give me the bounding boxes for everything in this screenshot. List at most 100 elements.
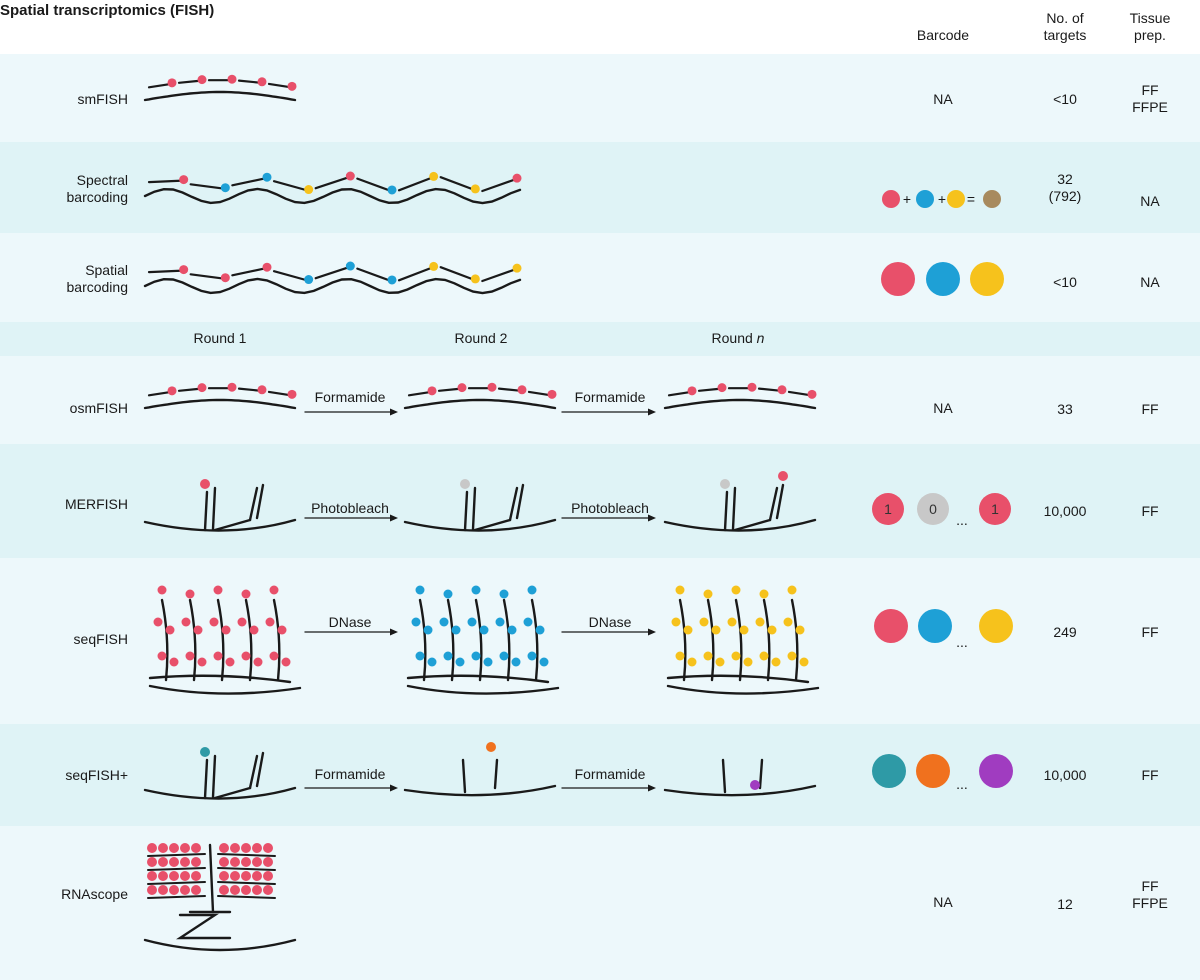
- spatial-probe: [272, 270, 309, 282]
- seqfish-r3-dot: [799, 657, 809, 667]
- seqfishplus-r3-dot: [750, 780, 760, 790]
- seqfish-label: seqFISH: [73, 631, 128, 647]
- seqfish-r1-dot: [181, 617, 191, 627]
- seqfishplus-r2-dot: [486, 742, 496, 752]
- merfish-barcode-1: [872, 493, 904, 525]
- osmfish-step-1-label: Formamide: [314, 389, 386, 405]
- rnascope-dot: [241, 843, 251, 853]
- osmfish-r1-probe: [147, 390, 173, 397]
- round-header-band: [0, 322, 1200, 356]
- merfish-bit-2: 0: [929, 501, 937, 517]
- seqfish-r1-dot: [249, 625, 259, 635]
- seqfish-r2-dot: [539, 657, 549, 667]
- merfish-ellipsis: ...: [956, 512, 968, 528]
- merfish-r2-base: [403, 518, 557, 532]
- seqfish-r1-dot: [185, 651, 195, 661]
- seqfishplus-r1-base: [143, 786, 297, 800]
- round-n-label: Round n: [711, 330, 765, 346]
- rnascope-branch-left: [147, 881, 206, 885]
- rnascope-dot: [147, 885, 157, 895]
- seqfish-r2-dot: [479, 625, 489, 635]
- spectral-probe: [272, 180, 309, 192]
- spectral-label: Spectral barcoding: [66, 172, 129, 205]
- seqfishplus-r1-fork2: [248, 751, 265, 790]
- spatial-barcode-red: [881, 262, 915, 296]
- spatial-probe-dot: [345, 261, 355, 271]
- seqfish-step-2-label: DNase: [588, 614, 632, 630]
- merfish-r3-link: [733, 518, 772, 532]
- seqfish-r1-dot: [213, 585, 223, 595]
- spectral-probe: [397, 176, 434, 192]
- seqfish-r2-dot: [415, 651, 425, 661]
- smfish-label: smFISH: [77, 91, 128, 107]
- seqfish-barcode-yellow: [979, 609, 1013, 643]
- rnascope-z-probe: [175, 913, 232, 940]
- spectral-probe: [356, 177, 393, 193]
- rnascope-dot: [158, 857, 168, 867]
- merfish-r3-dot-2: [778, 471, 788, 481]
- spectral-probe-dot: [304, 185, 314, 195]
- seqfish-r2-dot: [415, 585, 425, 595]
- rnascope-dot: [241, 871, 251, 881]
- seqfish-r3-dot: [731, 651, 741, 661]
- rnascope-dot: [230, 871, 240, 881]
- rnascope-dot: [180, 871, 190, 881]
- rnascope-dot: [230, 885, 240, 895]
- rnascope-dot: [241, 885, 251, 895]
- rnascope-dot: [180, 857, 190, 867]
- merfish-arrow-2-head: [648, 514, 656, 522]
- rnascope-branch-right: [217, 881, 276, 885]
- merfish-r1-dot-1: [200, 479, 210, 489]
- seqfish-r2-dot: [535, 625, 545, 635]
- seqfish-r1-dot: [225, 657, 235, 667]
- seqfishplus-r3-base: [663, 784, 817, 797]
- spatial-probe: [439, 266, 476, 281]
- osmfish-r3-probe-dot: [747, 382, 757, 392]
- spatial-probe-dot: [220, 273, 230, 283]
- rnascope-dot: [191, 857, 201, 867]
- seqfish-r2-dot: [471, 585, 481, 595]
- seqfishplus-tissue: FF: [1141, 767, 1159, 783]
- seqfish-r3-dot: [687, 657, 697, 667]
- spatial-probe-dot: [387, 275, 397, 285]
- rnascope-dot: [158, 871, 168, 881]
- seqfish-r2-dot: [411, 617, 421, 627]
- spatial-probe-dot: [179, 265, 189, 275]
- smfish-barcode: NA: [933, 91, 953, 107]
- seqfish-step-1-label: DNase: [328, 614, 372, 630]
- osmfish-r3-probe-dot: [717, 383, 727, 393]
- seqfish-ellipsis: ...: [956, 634, 968, 650]
- osmfish-r3-probe-dot: [687, 386, 697, 396]
- spectral-barcode-mix: [983, 190, 1001, 208]
- seqfish-r3-stem: [734, 598, 743, 682]
- seqfish-r1-stem: [160, 598, 169, 682]
- smfish-probe-dot: [197, 75, 207, 85]
- seqfish-r2-stem: [530, 598, 539, 682]
- seqfish-r3-dot: [767, 625, 777, 635]
- osmfish-r2-mrna: [403, 398, 557, 410]
- seqfish-r1-dot: [269, 585, 279, 595]
- rnascope-branch-left: [147, 853, 206, 857]
- seqfish-r1-stem: [272, 598, 281, 682]
- rnascope-dot: [230, 857, 240, 867]
- osmfish-r1-mrna: [143, 398, 297, 410]
- osmfish-barcode: NA: [933, 400, 953, 416]
- seqfish-r1-dot: [281, 657, 291, 667]
- merfish-r3-base: [663, 518, 817, 532]
- seqfishplus-step-1-label: Formamide: [314, 766, 386, 782]
- merfish-r2-fork2: [508, 483, 525, 522]
- seqfish-r3-dot: [783, 617, 793, 627]
- rnascope-tissue: FF FFPE: [1132, 878, 1168, 911]
- smfish-probe-dot: [257, 77, 267, 87]
- seqfishplus-r3-fork: [721, 758, 764, 794]
- seqfish-r2-dot: [511, 657, 521, 667]
- osmfish-r1-probe: [237, 387, 263, 392]
- rnascope-dot: [252, 885, 262, 895]
- spatial-targets: <10: [1053, 274, 1077, 290]
- spectral-probe-dot: [512, 173, 522, 183]
- osmfish-r1-probe-dot: [197, 383, 207, 393]
- spectral-probe-dot: [262, 172, 272, 182]
- seqfish-r3-dot: [787, 651, 797, 661]
- rnascope-base: [143, 938, 297, 952]
- rnascope-dot: [219, 885, 229, 895]
